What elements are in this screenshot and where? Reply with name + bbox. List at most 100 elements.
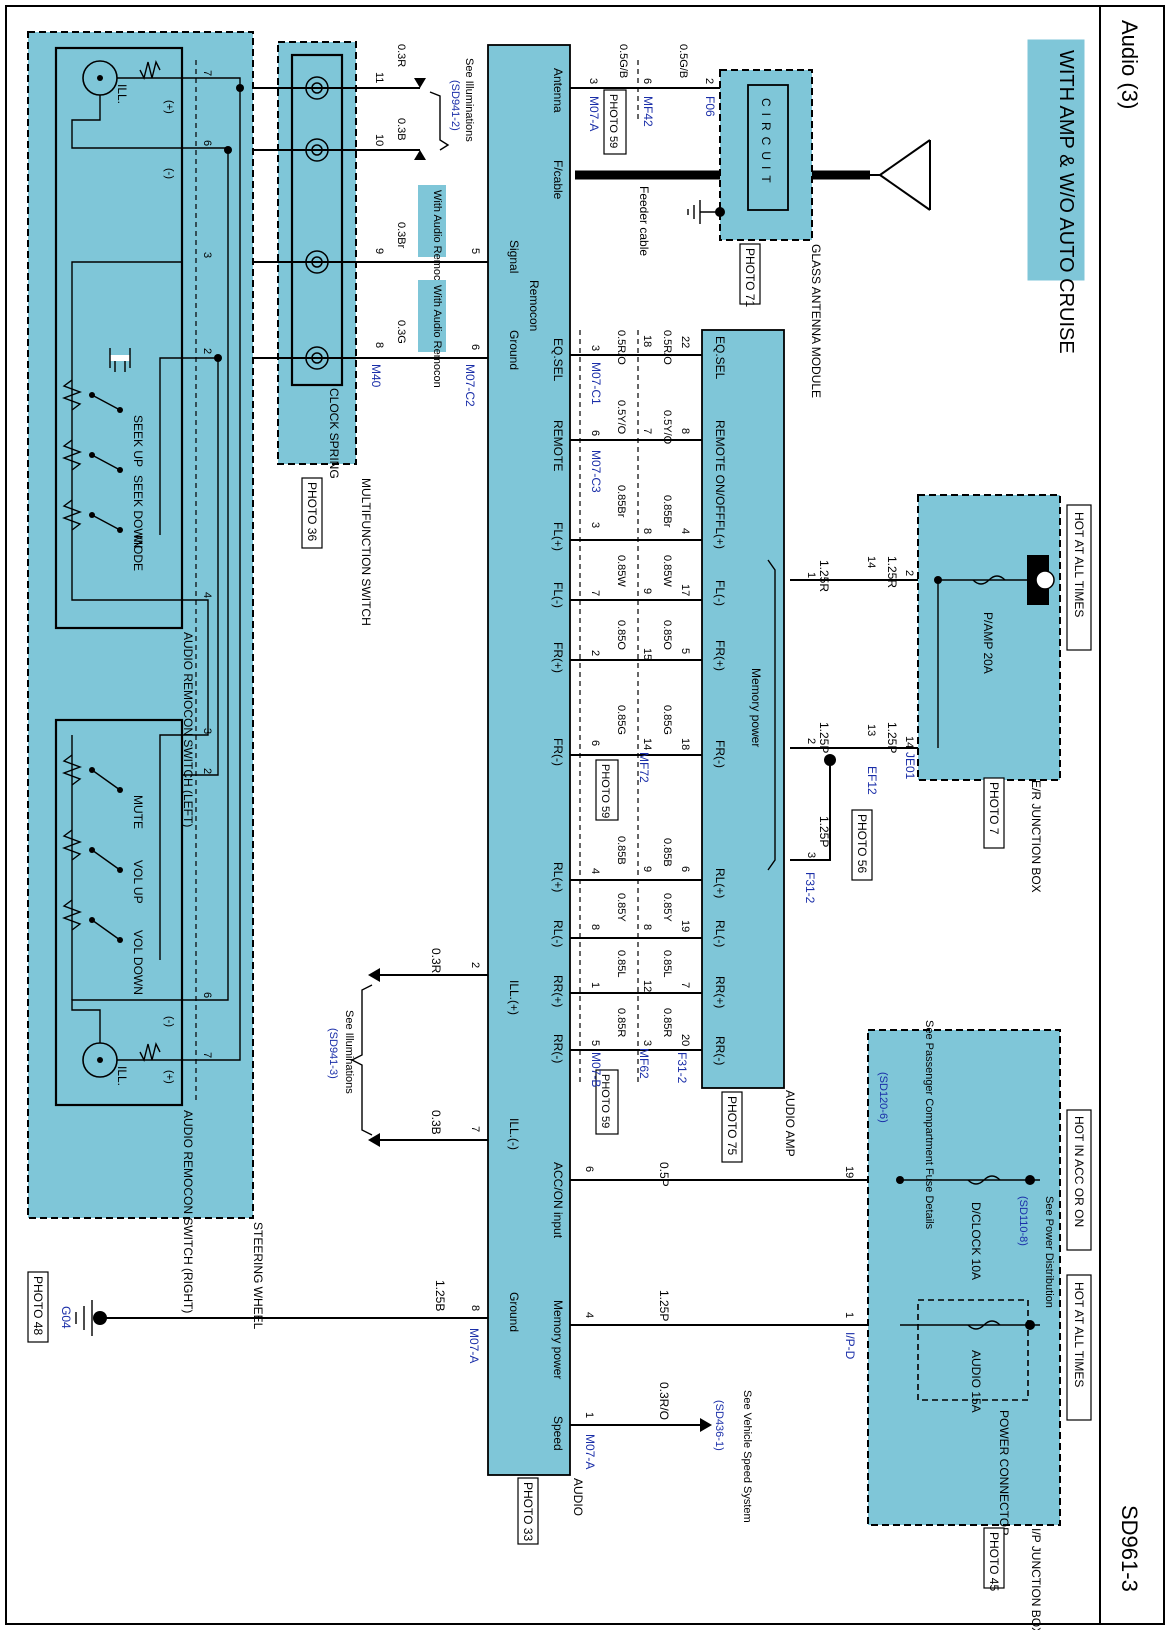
- see-illum-1: See Illuminations: [463, 58, 475, 142]
- acc-bus-dot: [1025, 1175, 1035, 1185]
- bottom-wire-6: 0.85G: [615, 705, 627, 735]
- amp-pin-rl-plus: RL(+): [713, 868, 727, 898]
- bottom-wire-2: 0.5Y/O: [615, 400, 627, 435]
- steering-wheel-body: [27, 31, 254, 1219]
- cs-audio-pin-1: 5: [469, 248, 481, 254]
- pamp-fuse-label: P/AMP 20A: [981, 612, 995, 674]
- left-minus-label: (-): [163, 168, 175, 179]
- hot-all-times-tag-1: [1066, 504, 1092, 651]
- audio-unit-label: AUDIO: [571, 1478, 585, 1516]
- ground-code: G04: [59, 1306, 73, 1329]
- ef12-label: EF12: [865, 766, 879, 795]
- audio-pin-memory: Memory power: [551, 1300, 565, 1379]
- btn-seek-up: SEEK UP: [131, 415, 145, 467]
- bottom-wire-3: 0.85Br: [615, 485, 627, 518]
- cs-wire-label-4: 0.3G: [395, 320, 407, 344]
- illum-brace-2: [350, 984, 373, 1136]
- section-title: Audio (3): [1117, 20, 1142, 109]
- ill-minus-arrow-icon: [368, 1133, 380, 1147]
- audio-pin-no-1: 3: [589, 345, 601, 351]
- hot-acc-on-tag: [1066, 1109, 1092, 1251]
- mid-pin-3: 8: [641, 528, 653, 534]
- ip-photo-tag: [983, 1527, 1005, 1589]
- see-power-ref: (SD110-8): [1017, 1196, 1029, 1246]
- mid-pin-9: 12: [641, 980, 653, 992]
- signal-link: [182, 599, 209, 736]
- see-illum-2: See Illuminations: [343, 1010, 355, 1094]
- sw-pin-2: 6: [201, 140, 213, 146]
- top-wire-8: 0.85Y: [661, 893, 673, 922]
- cs-black-arrow-icon: [414, 150, 426, 160]
- je01-label: JE01: [903, 752, 917, 780]
- audio-pin-fr-plus: FR(+): [551, 642, 565, 673]
- audio-pin-rl-plus: RL(+): [551, 862, 565, 892]
- power-wire-label-2: 1.25R: [817, 560, 831, 592]
- amp-pin-rr-plus: RR(+): [713, 976, 727, 1008]
- antenna-photo: PHOTO 71: [743, 248, 757, 307]
- power-pin-7: 3: [805, 852, 817, 858]
- power-wire-label-5: 1.25P: [817, 816, 831, 847]
- power-wire-label-3: 1.25P: [885, 722, 899, 753]
- cs-audio-pin-2: 6: [469, 344, 481, 350]
- right-ill-resistor: [139, 1041, 161, 1063]
- cs-pin-2: 10: [373, 134, 385, 146]
- memory-power-label: Memory power: [749, 668, 763, 747]
- right-res-2: [62, 829, 82, 861]
- f31-2-label-bus: F31-2: [675, 1052, 689, 1084]
- amp-audio-bus: 22 8 4 17 5 18 6 19 7 20 0.5R/O 0.5Y/O 0…: [565, 330, 702, 1135]
- audio-pin-speed: Speed: [551, 1416, 565, 1451]
- left-ill-lamp-center: [97, 75, 103, 81]
- top-wire-1: 0.5R/O: [661, 330, 673, 365]
- bottom-wire-8: 0.85Y: [615, 893, 627, 922]
- cs-red-arrow-icon: [414, 78, 426, 88]
- top-wire-9: 0.85L: [661, 950, 673, 978]
- power-connector-box: [917, 1299, 1029, 1401]
- power-pin-4: 14: [903, 736, 915, 748]
- ground-link: [182, 357, 219, 776]
- variant-label: WITH AMP & W/O AUTO CRUISE: [1055, 50, 1077, 354]
- right-res-3: [62, 899, 82, 931]
- dclock-fuse-icon: [967, 1175, 1001, 1185]
- sw-pin-3: 3: [201, 252, 213, 258]
- audio-amp-label: AUDIO AMP: [783, 1090, 797, 1157]
- cs-wire-label-3: 0.3Br: [395, 222, 407, 249]
- with-remocon-1: With Audio Remocon: [431, 190, 443, 293]
- amp-pin-remote: REMOTE ON/OFF: [713, 420, 727, 520]
- left-capacitor-icon: [109, 348, 131, 368]
- mf62-photo-tag: [595, 1069, 619, 1135]
- memory-bus-dot: [1025, 1320, 1035, 1330]
- audio-pin-ground: Ground: [507, 1292, 521, 1332]
- with-remocon-tag-1: [418, 185, 446, 257]
- sw-pin-6: 3: [201, 728, 213, 734]
- passenger-splice: [896, 1176, 904, 1184]
- audio-pin-antenna: Antenna: [551, 68, 565, 113]
- ef12-photo-tag: [851, 809, 873, 881]
- cs-wire-label-1: 0.3R: [395, 44, 407, 67]
- amp-pin-no-3: 4: [679, 528, 691, 534]
- audio-pin-fcable: F/cable: [551, 160, 565, 200]
- bottom-wire-4: 0.85W: [615, 555, 627, 587]
- audio-amp-body: [701, 329, 785, 1089]
- top-wire-2: 0.5Y/O: [661, 410, 673, 445]
- audio-unit-photo: PHOTO 33: [521, 1482, 535, 1541]
- m07-c2-label: M07-C2: [463, 364, 477, 407]
- right-res-1: [62, 754, 82, 786]
- bottom-wire-5: 0.85O: [615, 620, 627, 650]
- mid-pin-10: 3: [641, 1040, 653, 1046]
- left-plus-label: (+): [163, 100, 175, 114]
- sw-pin-8: 6: [201, 992, 213, 998]
- fusible-link-icon: [1035, 570, 1055, 590]
- ground-photo-tag: [27, 1271, 49, 1343]
- wire-splice-f31: [790, 760, 831, 861]
- amp-pin-fl-plus: FL(+): [713, 520, 727, 549]
- f06-label: F06: [703, 96, 717, 117]
- hot-all-times-tag-2: [1066, 1274, 1092, 1421]
- audio-pin-no-7: 4: [589, 868, 601, 874]
- see-passenger-ref: (SD120-6): [877, 1072, 889, 1123]
- power-pin-5: 13: [865, 724, 877, 736]
- audio-unit-body: [487, 44, 571, 1476]
- er-photo-tag: [983, 777, 1005, 849]
- bus-dot-1: [236, 84, 244, 92]
- top-wire-3: 0.85Br: [661, 495, 673, 528]
- antenna-module-label: GLASS ANTENNA MODULE: [809, 244, 823, 398]
